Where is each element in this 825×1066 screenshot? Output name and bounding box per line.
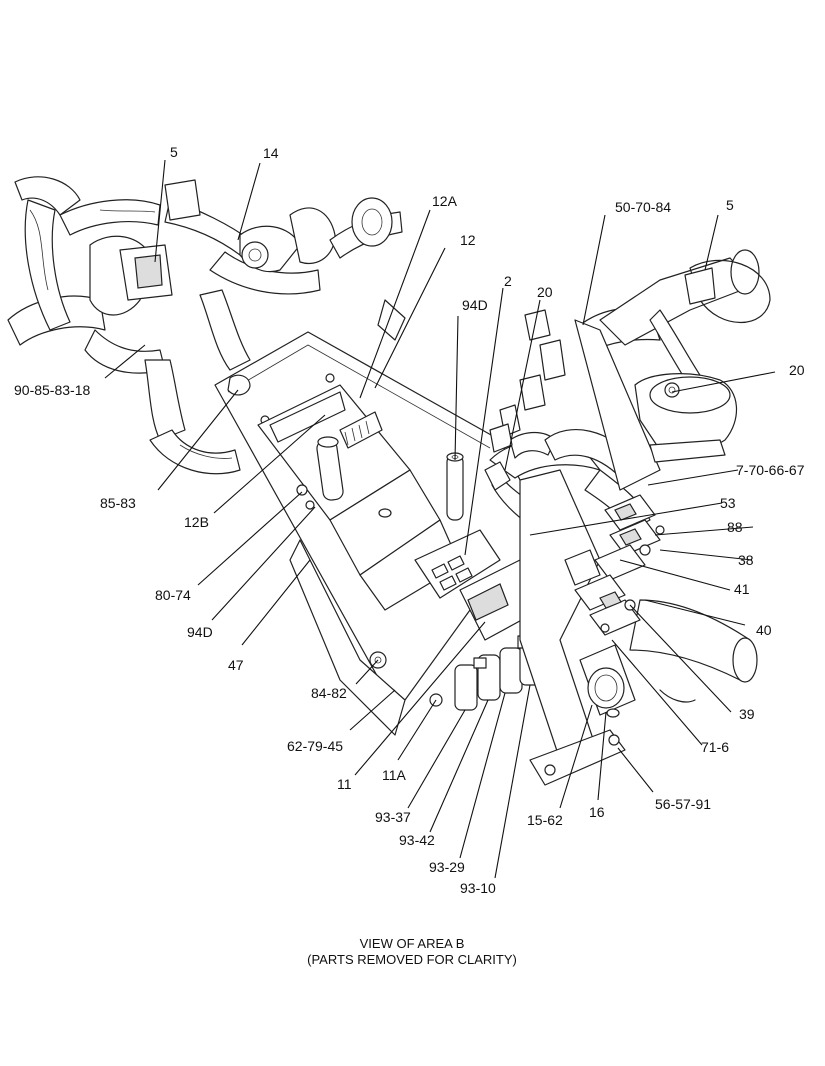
- buzzer: [579, 644, 696, 718]
- callout-93-37: 93-37: [375, 809, 411, 825]
- callout-11: 11: [337, 776, 352, 792]
- callout-15-62: 15-62: [527, 812, 563, 828]
- callout-71-6: 71-6: [701, 739, 729, 755]
- callout-93-42: 93-42: [399, 832, 435, 848]
- callout-20-right: 20: [789, 362, 805, 378]
- callout-47: 47: [228, 657, 244, 673]
- callout-41: 41: [734, 581, 750, 597]
- upper-left-harness: [7, 176, 403, 475]
- fuse-panel: [257, 299, 461, 611]
- callout-56-57-91: 56-57-91: [655, 796, 711, 812]
- callout-12B: 12B: [184, 514, 209, 530]
- standoff-94D: [446, 452, 464, 521]
- right-bracket: [519, 309, 661, 786]
- callout-94D-top: 94D: [462, 297, 488, 313]
- upper-brackets: [484, 404, 521, 491]
- callout-50-70-84: 50-70-84: [615, 199, 671, 215]
- callout-7-70-66-67: 7-70-66-67: [736, 462, 805, 478]
- callout-5-right: 5: [726, 197, 734, 213]
- callout-labels: 5 14 12A 12 50-70-84 5 2 94D 20 20 90-85…: [14, 144, 805, 896]
- callout-94D-lower: 94D: [187, 624, 213, 640]
- callout-40: 40: [756, 622, 772, 638]
- callout-39: 39: [739, 706, 755, 722]
- leader-lines: [104, 159, 776, 879]
- callout-14: 14: [263, 145, 279, 161]
- callout-20-upper: 20: [537, 284, 553, 300]
- callout-85-83: 85-83: [100, 495, 136, 511]
- callout-12: 12: [460, 232, 476, 248]
- callout-2: 2: [504, 273, 512, 289]
- lamp-socket: [634, 373, 738, 463]
- callout-53: 53: [720, 495, 736, 511]
- callout-12A: 12A: [432, 193, 458, 209]
- figure-caption: VIEW OF AREA B (PARTS REMOVED FOR CLARIT…: [307, 936, 517, 967]
- callout-38: 38: [738, 552, 754, 568]
- callout-84-82: 84-82: [311, 685, 347, 701]
- callout-93-29: 93-29: [429, 859, 465, 875]
- callout-88: 88: [727, 519, 743, 535]
- callout-16: 16: [589, 804, 605, 820]
- connector-stack: [564, 494, 665, 636]
- caption-line-2: (PARTS REMOVED FOR CLARITY): [307, 952, 517, 967]
- callout-93-10: 93-10: [460, 880, 496, 896]
- callout-80-74: 80-74: [155, 587, 191, 603]
- caption-line-1: VIEW OF AREA B: [360, 936, 465, 951]
- callout-11A: 11A: [382, 767, 407, 783]
- right-harness: [489, 249, 771, 683]
- callout-62-79-45: 62-79-45: [287, 738, 343, 754]
- diagram-artwork: [7, 176, 771, 786]
- callout-5-left: 5: [170, 144, 178, 160]
- callout-90-85-83-18: 90-85-83-18: [14, 382, 90, 398]
